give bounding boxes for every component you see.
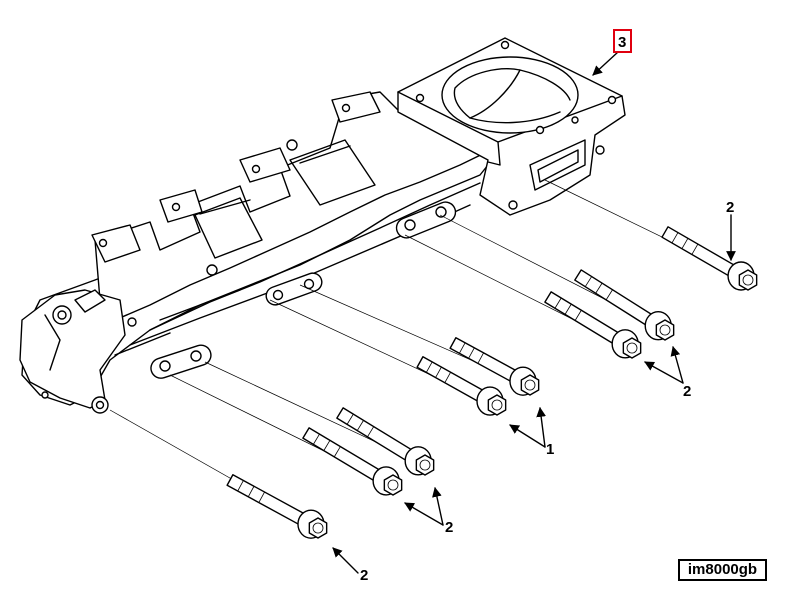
- bolt: [416, 356, 507, 416]
- callout-bolt-front: 2: [360, 567, 368, 584]
- intake-manifold-rail: [19, 91, 501, 414]
- bolt-set: [226, 226, 758, 539]
- bolt: [226, 474, 328, 539]
- figure-reference-code: im8000gb: [678, 559, 767, 581]
- bolt: [449, 337, 540, 396]
- highlight-box: [613, 29, 632, 53]
- inlet-housing: [397, 37, 626, 216]
- bolt: [661, 226, 758, 291]
- bolt: [544, 291, 642, 359]
- bolt: [336, 407, 435, 476]
- callout-bolt-pair-center: 1: [546, 441, 554, 458]
- callout-labels: 3 2 2 1 2 2: [360, 29, 734, 584]
- bolt: [302, 427, 403, 496]
- callout-bolt-pair-left: 2: [445, 519, 453, 536]
- callout-bolt-pair-mid-right: 2: [683, 383, 691, 400]
- callout-leaders: [332, 51, 736, 574]
- gasket-chain: [150, 201, 457, 379]
- callout-housing: 3: [618, 34, 626, 51]
- bolt: [574, 269, 675, 341]
- callout-bolt-rear-right: 2: [726, 199, 734, 216]
